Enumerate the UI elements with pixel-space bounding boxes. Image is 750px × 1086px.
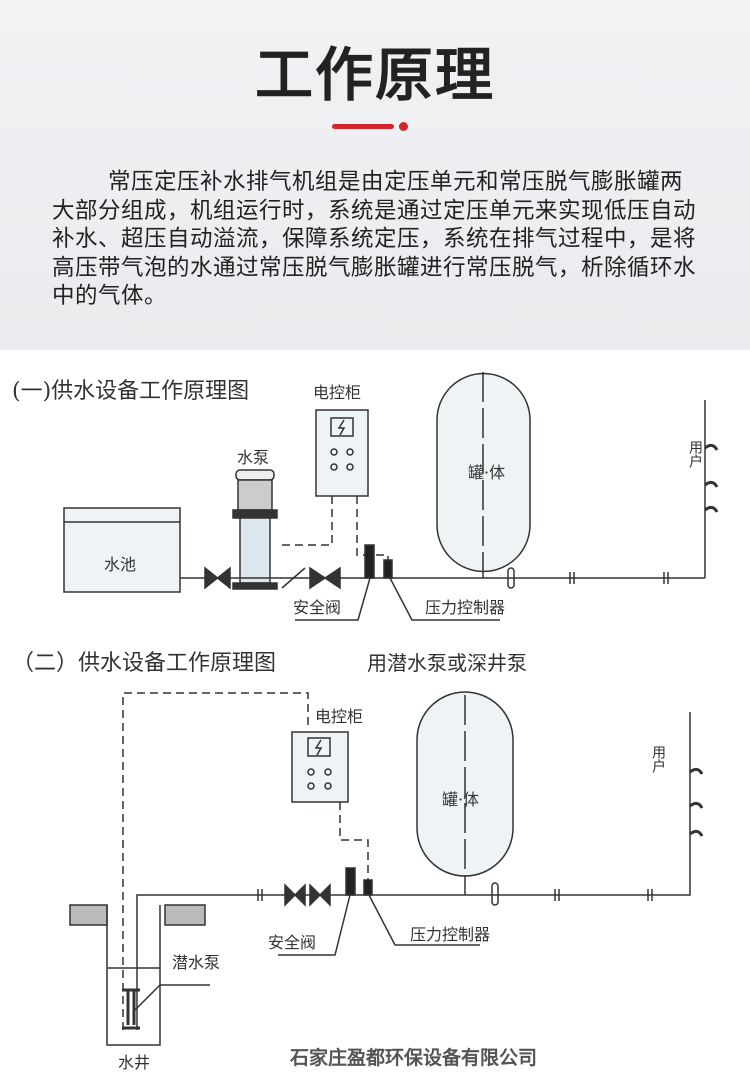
valve xyxy=(309,566,341,590)
safety-valve xyxy=(345,867,356,896)
submersible-pump-label: 潜水泵 xyxy=(172,953,220,972)
page-title: 工作原理 xyxy=(254,41,495,109)
tank-label: 罐·体 xyxy=(468,463,505,482)
pressure-controller xyxy=(383,559,393,579)
pressure-controller xyxy=(363,879,373,896)
safety-valve-label: 安全阀 xyxy=(293,598,341,617)
pressure-controller-label: 压力控制器 xyxy=(410,925,490,944)
user-label: 用户 xyxy=(650,745,666,774)
diagram1-title: (一)供水设备工作原理图 xyxy=(12,379,249,404)
user-label: 用户 xyxy=(687,440,703,469)
diagram-1: (一)供水设备工作原理图 电控柜 水泵 水池 安全阀 压力控制器 罐·体 用户 xyxy=(12,372,719,621)
diagram-2: （二）供水设备工作原理图 用潜水泵或深井泵 电控柜 罐·体 安全阀 压力控制器 … xyxy=(12,651,704,1072)
diagram2-title: （二）供水设备工作原理图 xyxy=(12,651,276,676)
safety-valve xyxy=(364,544,375,579)
lightning-icon xyxy=(330,417,354,437)
submersible-pump xyxy=(122,988,140,1030)
pump-label: 水泵 xyxy=(237,448,269,467)
valve xyxy=(204,566,231,590)
pressure-controller-label: 压力控制器 xyxy=(425,598,505,617)
company-name: 石家庄盈都环保设备有限公司 xyxy=(289,1046,537,1069)
well-label: 水井 xyxy=(118,1053,150,1072)
tank-label: 罐·体 xyxy=(442,790,479,809)
lightning-icon xyxy=(307,737,331,757)
valve xyxy=(284,883,331,907)
principle-diagrams: (一)供水设备工作原理图 电控柜 水泵 水池 安全阀 压力控制器 罐·体 用户 xyxy=(12,372,719,1072)
control-cabinet xyxy=(291,731,349,803)
pump xyxy=(235,469,275,481)
intro-paragraph: 常压定压补水排气机组是由定压单元和常压脱气膨胀罐两大部分组成，机组运行时，系统是… xyxy=(52,169,697,309)
cabinet-label: 电控柜 xyxy=(315,707,363,726)
faucet-icon xyxy=(704,443,719,513)
faucet-icon xyxy=(689,767,704,837)
cabinet-label: 电控柜 xyxy=(313,383,361,402)
water-well xyxy=(106,905,161,1046)
pool-label: 水池 xyxy=(104,555,136,574)
header-section: 工作原理 常压定压补水排气机组是由定压单元和常压脱气膨胀罐两大部分组成，机组运行… xyxy=(0,0,750,350)
ground-hatch xyxy=(69,904,108,926)
title-underline xyxy=(332,124,394,129)
safety-valve-label: 安全阀 xyxy=(268,933,316,952)
main-pipe xyxy=(136,712,691,1030)
title-dot xyxy=(399,122,408,131)
water-pool xyxy=(63,507,181,593)
ground-hatch xyxy=(164,904,206,926)
diagram2-subtitle: 用潜水泵或深井泵 xyxy=(367,651,527,675)
